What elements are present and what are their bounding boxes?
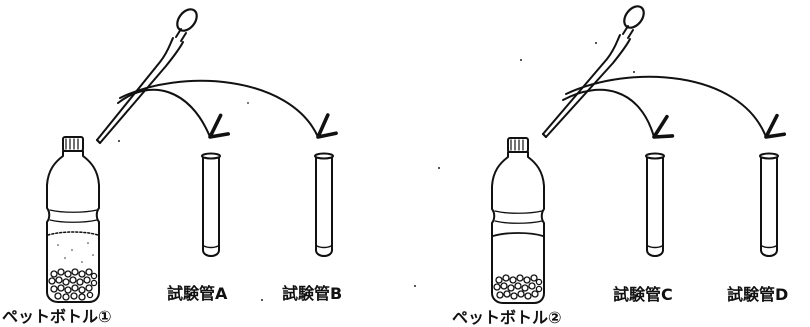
arrow-to-tube-d bbox=[565, 75, 787, 139]
dropper-1 bbox=[95, 8, 198, 145]
bottle-1-label: ペットボトル① bbox=[2, 307, 112, 326]
test-tube-c bbox=[645, 152, 665, 257]
print-specks bbox=[118, 42, 635, 301]
arrow-to-tube-a bbox=[117, 88, 230, 139]
test-tube-a bbox=[201, 152, 221, 257]
pet-bottle-1 bbox=[46, 136, 100, 303]
tube-c-label: 試験管C bbox=[613, 285, 673, 304]
tube-b-label: 試験管B bbox=[282, 284, 342, 303]
tube-a-label: 試験管A bbox=[167, 284, 228, 303]
test-tube-b bbox=[314, 152, 334, 257]
tube-d-label: 試験管D bbox=[727, 285, 788, 304]
bottle-2-label: ペットボトル② bbox=[452, 308, 562, 327]
test-tube-d bbox=[759, 152, 779, 257]
dropper-2 bbox=[541, 5, 645, 139]
setup-2 bbox=[491, 5, 787, 304]
pet-bottle-2 bbox=[491, 137, 545, 304]
arrow-to-tube-c bbox=[562, 88, 675, 139]
arrow-to-tube-b bbox=[119, 79, 338, 139]
setup-1 bbox=[46, 8, 338, 303]
